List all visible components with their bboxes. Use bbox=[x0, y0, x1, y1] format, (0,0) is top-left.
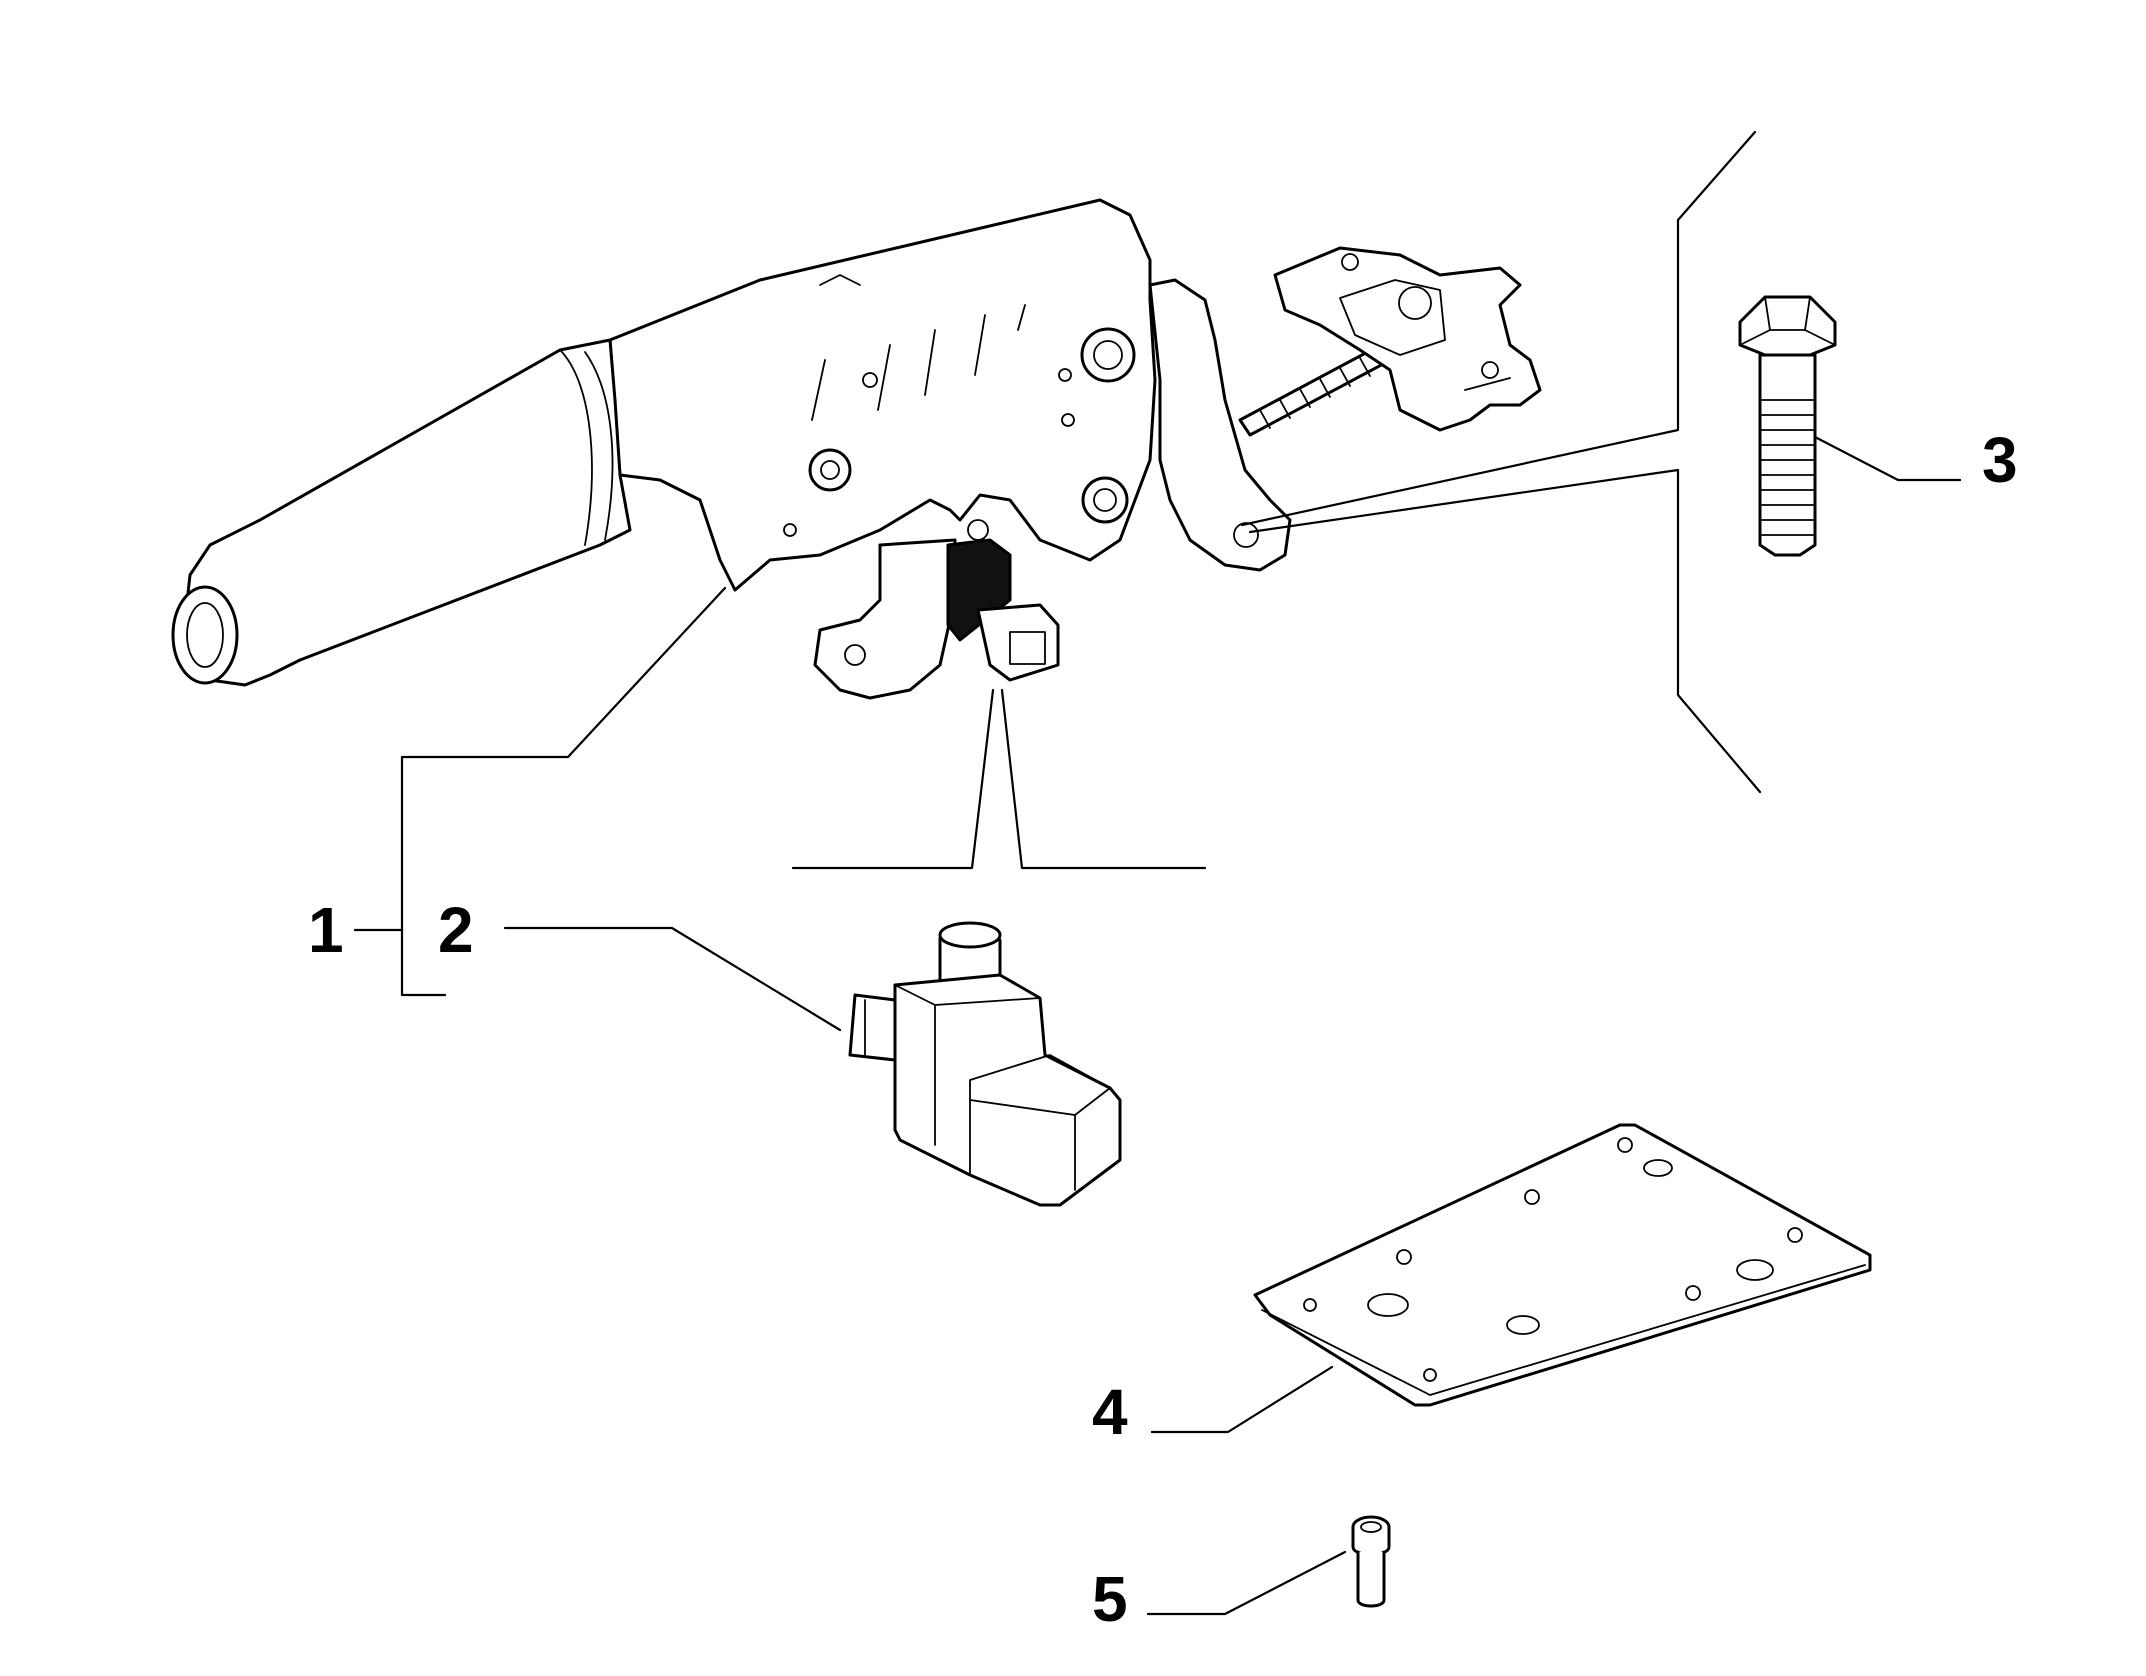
callout-5: 5 bbox=[1092, 1563, 1128, 1635]
small-screw bbox=[1351, 1515, 1391, 1608]
cable-equalizer-bracket bbox=[1273, 246, 1542, 432]
brake-switch-detail bbox=[848, 921, 1122, 1207]
leader-lines bbox=[353, 130, 1962, 1616]
callout-2: 2 bbox=[438, 894, 474, 966]
mounting-plate bbox=[1253, 1123, 1872, 1407]
callout-3: 3 bbox=[1982, 424, 2018, 496]
callout-1: 1 bbox=[308, 894, 344, 966]
brake-lever-assembly bbox=[171, 198, 1292, 700]
hex-bolt bbox=[1738, 295, 1837, 557]
callout-4: 4 bbox=[1092, 1376, 1128, 1448]
